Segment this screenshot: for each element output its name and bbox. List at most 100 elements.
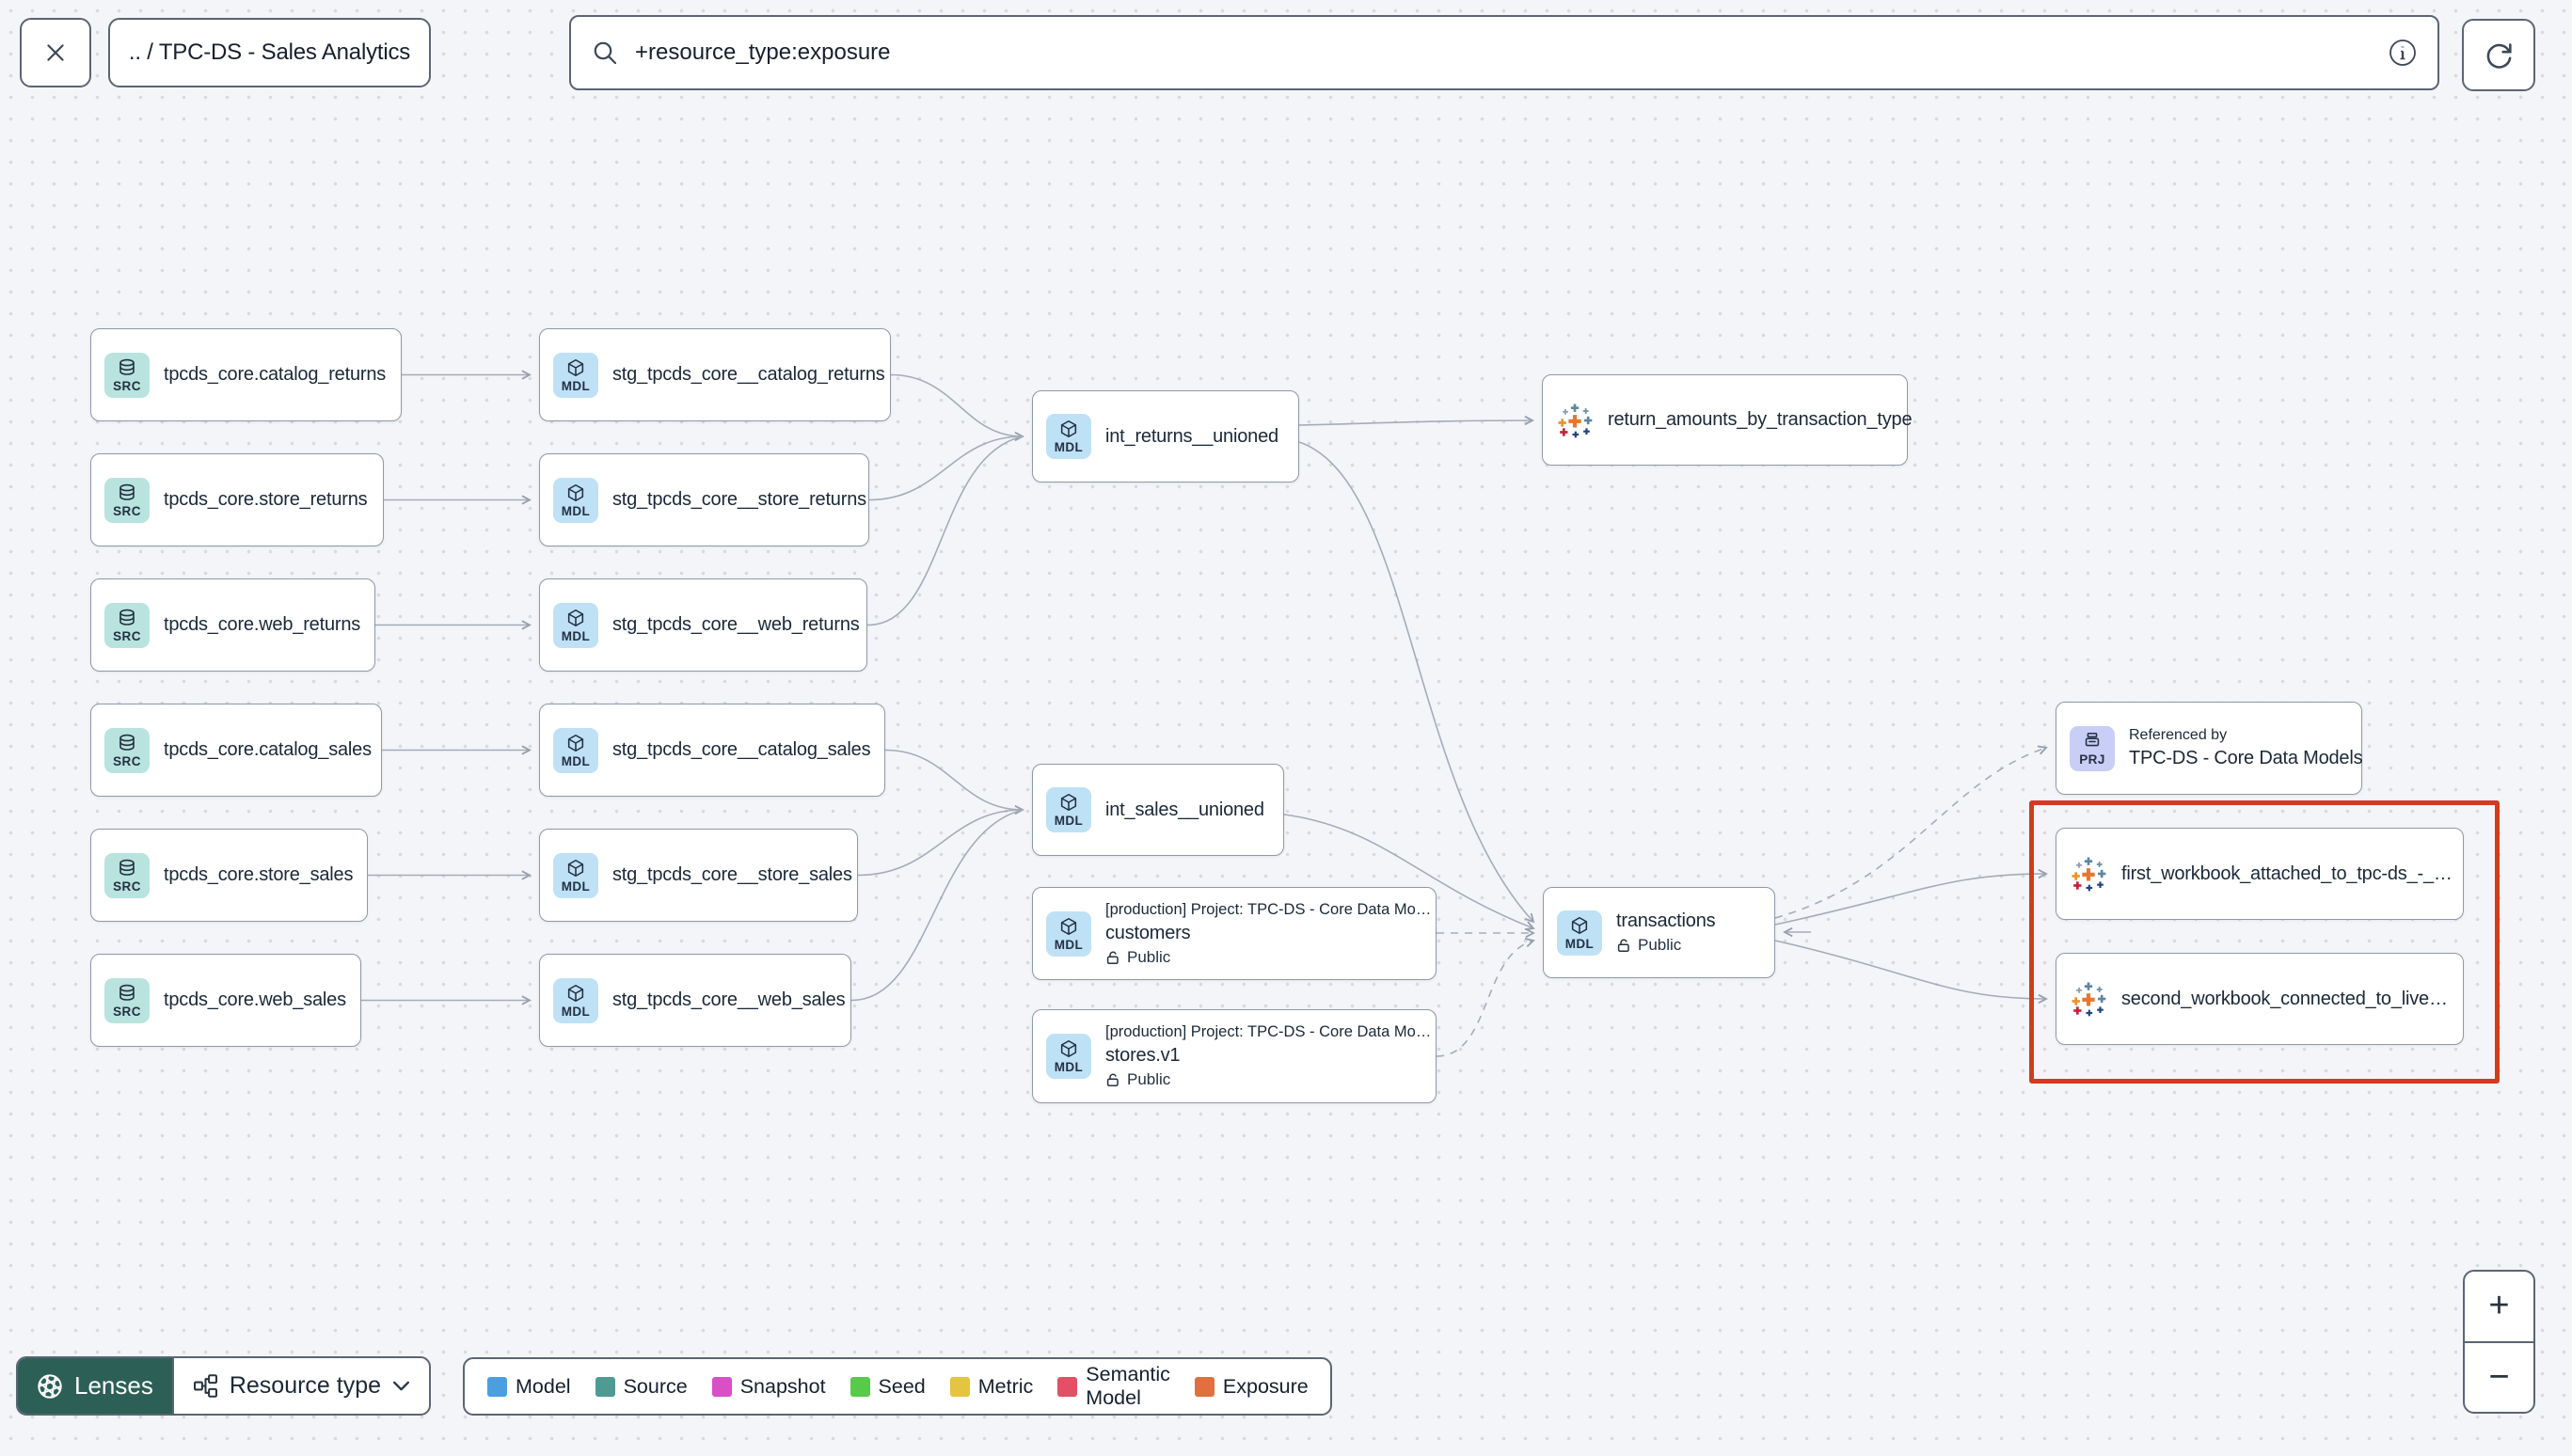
node-label: stg_tpcds_core__catalog_sales [612,739,871,760]
node-source-store-sales[interactable]: SRC tpcds_core.store_sales [90,829,368,922]
node-label: tpcds_core.store_returns [164,489,368,510]
legend-swatch [595,1376,615,1397]
cube-icon [1058,792,1079,813]
lenses-button[interactable]: Lenses [18,1358,172,1414]
aperture-icon [37,1373,63,1400]
node-source-store-returns[interactable]: SRC tpcds_core.store_returns [90,453,384,546]
cube-icon [1058,1038,1079,1059]
resource-type-label: Resource type [229,1372,382,1399]
unlock-icon [1105,1072,1120,1087]
badge-label: PRJ [2079,752,2105,767]
cube-icon [565,483,586,503]
breadcrumb-label: .. / TPC-DS - Sales Analytics [128,40,411,65]
legend-swatch [949,1376,970,1397]
tableau-icon [1556,402,1594,439]
cube-icon [1058,419,1079,439]
database-icon [117,357,137,378]
access-row: Public [1105,1070,1422,1089]
resource-type-legend: Model Source Snapshot Seed Metric Semant… [463,1357,1332,1416]
unlock-icon [1616,938,1631,953]
legend-item-model: Model [487,1375,571,1399]
breadcrumb[interactable]: .. / TPC-DS - Sales Analytics [108,18,431,87]
model-badge: MDL [553,352,598,398]
database-icon [117,483,137,503]
search-bar[interactable] [569,15,2439,90]
legend-item-exposure: Exposure [1194,1375,1309,1399]
badge-label: MDL [561,628,591,643]
database-icon [117,733,137,753]
legend-swatch [1057,1376,1078,1397]
node-model-transactions[interactable]: MDL transactions Public [1543,887,1775,978]
node-label: tpcds_core.web_sales [164,989,346,1010]
resource-type-dropdown[interactable]: Resource type [171,1358,429,1414]
cube-icon [1058,916,1079,937]
refresh-icon [2483,40,2515,71]
node-model-stg-store-returns[interactable]: MDL stg_tpcds_core__store_returns [539,453,869,546]
refresh-button[interactable] [2462,19,2535,91]
cube-icon [565,858,586,878]
database-icon [117,983,137,1004]
badge-label: SRC [113,628,141,643]
badge-label: SRC [113,753,141,768]
node-source-web-sales[interactable]: SRC tpcds_core.web_sales [90,954,361,1047]
node-model-stg-web-returns[interactable]: MDL stg_tpcds_core__web_returns [539,578,867,672]
node-label: tpcds_core.web_returns [164,614,361,635]
node-source-catalog-returns[interactable]: SRC tpcds_core.catalog_returns [90,328,402,421]
node-label: tpcds_core.store_sales [164,864,354,885]
node-exposure-first-workbook[interactable]: first_workbook_attached_to_tpc-ds_-_… [2056,828,2464,920]
legend-swatch [711,1376,732,1397]
node-exposure-second-workbook[interactable]: second_workbook_connected_to_live… [2056,953,2464,1045]
model-badge: MDL [553,852,598,898]
chevron-down-icon [392,1380,410,1392]
access-row: Public [1616,936,1715,955]
referenced-by-caption: Referenced by [2129,727,2228,743]
node-label: tpcds_core.catalog_sales [164,739,372,760]
model-badge: MDL [1046,414,1091,459]
node-label: int_sales__unioned [1105,799,1264,820]
close-button[interactable] [20,18,91,87]
node-model-stg-store-sales[interactable]: MDL stg_tpcds_core__store_sales [539,829,858,922]
zoom-in-button[interactable]: + [2488,1286,2510,1326]
legend-swatch [1194,1376,1215,1397]
node-model-stg-catalog-sales[interactable]: MDL stg_tpcds_core__catalog_sales [539,704,885,797]
database-icon [117,858,137,878]
legend-swatch [487,1376,507,1397]
node-label: stg_tpcds_core__store_sales [612,864,852,885]
cube-icon [565,357,586,378]
node-model-int-sales-unioned[interactable]: MDL int_sales__unioned [1032,764,1284,856]
node-model-int-returns-unioned[interactable]: MDL int_returns__unioned [1032,390,1299,483]
cube-icon [1569,915,1590,936]
model-badge: MDL [1046,1034,1091,1079]
node-source-catalog-sales[interactable]: SRC tpcds_core.catalog_sales [90,704,382,797]
badge-label: SRC [113,503,141,518]
badge-label: MDL [1054,1060,1084,1075]
info-icon[interactable] [2389,39,2417,67]
badge-label: SRC [113,1004,141,1019]
selection-highlight-rect [2029,800,2500,1084]
legend-item-semantic-model: Semantic Model [1057,1363,1170,1410]
badge-label: MDL [1054,440,1084,455]
unlock-icon [1105,950,1120,965]
access-label: Public [1127,947,1171,966]
tableau-icon [2070,980,2107,1018]
search-input[interactable] [633,39,2374,67]
node-exposure-return-amounts[interactable]: return_amounts_by_transaction_type [1542,374,1913,466]
node-source-web-returns[interactable]: SRC tpcds_core.web_returns [90,578,375,672]
node-label: stores.v1 [1105,1045,1181,1066]
model-badge: MDL [553,602,598,648]
node-model-stg-catalog-returns[interactable]: MDL stg_tpcds_core__catalog_returns [539,328,891,421]
node-model-stores-v1[interactable]: MDL [production] Project: TPC-DS - Core … [1032,1009,1437,1103]
node-label: customers [1105,922,1191,943]
badge-label: MDL [561,378,591,393]
model-badge: MDL [1557,910,1602,956]
node-label: int_returns__unioned [1105,425,1278,447]
model-badge: MDL [553,727,598,773]
node-model-stg-web-sales[interactable]: MDL stg_tpcds_core__web_sales [539,954,851,1047]
node-referenced-by-project[interactable]: PRJ Referenced by TPC-DS - Core Data Mod… [2056,702,2363,795]
zoom-out-button[interactable]: − [2465,1340,2533,1413]
badge-label: SRC [113,378,141,393]
cube-icon [565,608,586,628]
node-model-customers[interactable]: MDL [production] Project: TPC-DS - Core … [1032,887,1437,980]
